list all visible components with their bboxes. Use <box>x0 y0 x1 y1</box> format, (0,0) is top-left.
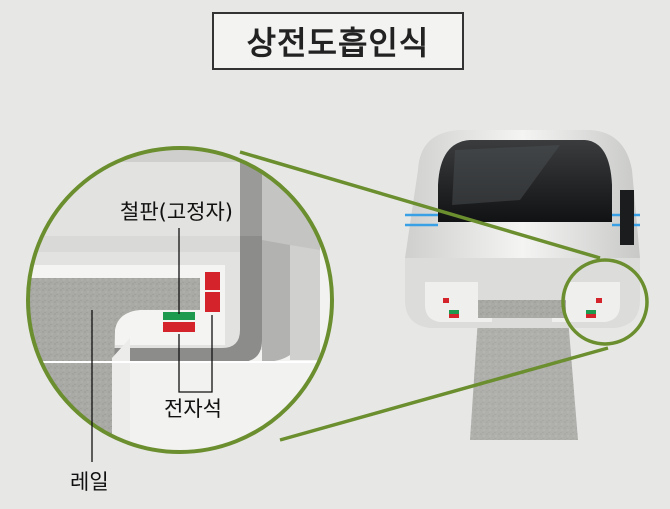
rail-column <box>470 318 578 440</box>
zoom-circle-border <box>26 146 334 454</box>
label-iron-plate: 철판(고정자) <box>120 200 233 224</box>
diagram-title: 상전도흡인식 <box>246 24 430 62</box>
leader-lines <box>91 228 213 462</box>
highlight-circle <box>561 258 649 346</box>
title-box: 상전도흡인식 <box>212 12 464 70</box>
label-rail: 레일 <box>70 470 109 494</box>
zoom-detail <box>28 148 332 452</box>
label-electromagnet: 전자석 <box>164 397 222 421</box>
maglev-train <box>405 130 640 328</box>
zoom-connector <box>239 150 609 442</box>
